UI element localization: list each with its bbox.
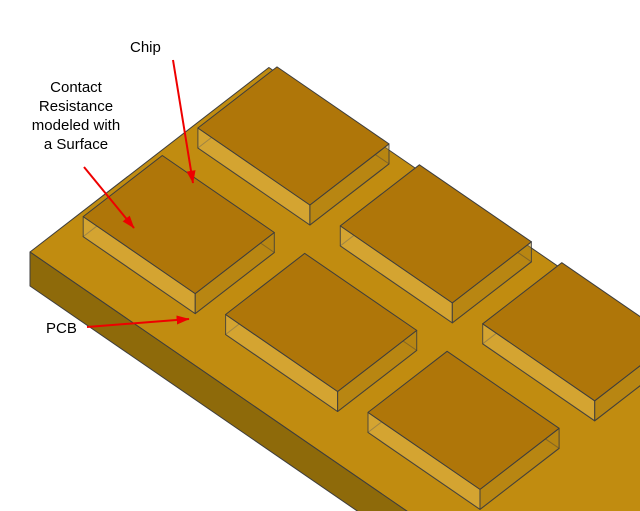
- chip-top-face: [339, 164, 532, 304]
- contact-label-line: Resistance: [38, 98, 114, 115]
- chip-label: Chip: [130, 39, 161, 56]
- pcb-arrow: [86, 315, 190, 328]
- contact-resistance-label: Contact Resistance modeled with a Surfac…: [6, 78, 146, 154]
- contact-resistance-arrow: [83, 166, 135, 229]
- contact-label-line: modeled with: [31, 117, 121, 134]
- chip-top-face: [82, 155, 275, 295]
- chip-right-face: [594, 365, 640, 422]
- pcb-front-face: [29, 251, 408, 511]
- contact-label-line: a Surface: [43, 136, 109, 153]
- contact-label-line: Contact: [50, 79, 102, 96]
- chip-top-face: [482, 262, 640, 402]
- pcb-label: PCB: [46, 320, 77, 337]
- chip-arrow: [172, 59, 196, 184]
- chip-top-face: [367, 350, 560, 490]
- chip-top-face: [197, 66, 390, 206]
- chip-top-face: [225, 252, 418, 392]
